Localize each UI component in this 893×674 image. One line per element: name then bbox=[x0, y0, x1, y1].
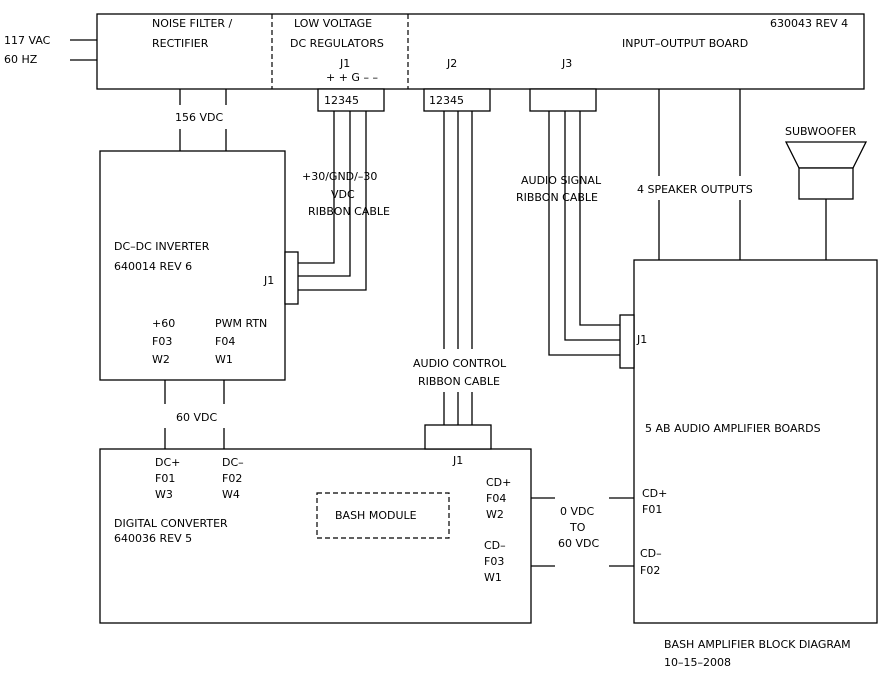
converter-dcp-label: DC+ bbox=[155, 456, 180, 469]
io-j1-label: J1 bbox=[339, 57, 350, 70]
converter-dcm-fuse: F02 bbox=[222, 472, 242, 485]
io-j2-pin-numbers: 12345 bbox=[429, 94, 464, 107]
converter-cdm-fuse: F03 bbox=[484, 555, 504, 568]
inverter-pin-right-3: W1 bbox=[215, 353, 233, 366]
amplifier-j1-connector: J1 bbox=[619, 314, 647, 369]
diagram-date: 10–15–2008 bbox=[664, 656, 731, 669]
power-ribbon-cable: +30/GND/–30 VDC RIBBON CABLE bbox=[298, 111, 390, 291]
regulators-label: LOW VOLTAGE bbox=[294, 17, 372, 30]
amplifier-cdp-label: CD+ bbox=[642, 487, 667, 500]
converter-cdp-fuse: F04 bbox=[486, 492, 506, 505]
io-j1-connector: 12345 bbox=[317, 88, 385, 112]
audio-control-label-2: RIBBON CABLE bbox=[418, 375, 500, 388]
amplifier-name: 5 AB AUDIO AMPLIFIER BOARDS bbox=[645, 422, 821, 435]
bash-module: BASH MODULE bbox=[316, 492, 450, 539]
inverter-pin-left-1: +60 bbox=[152, 317, 175, 330]
regulators-label-2: DC REGULATORS bbox=[290, 37, 384, 50]
cd-voltage-label-1: 0 VDC bbox=[560, 505, 594, 518]
converter-cdm-label: CD– bbox=[484, 539, 506, 552]
inverter-pin-right-2: F04 bbox=[215, 335, 235, 348]
mains-voltage-label: 117 VAC bbox=[4, 34, 51, 47]
bus-60-vdc-label: 60 VDC bbox=[176, 411, 217, 424]
audio-control-label-1: AUDIO CONTROL bbox=[413, 357, 507, 370]
io-board-name: INPUT–OUTPUT BOARD bbox=[622, 37, 748, 50]
converter-part-number: 640036 REV 5 bbox=[114, 532, 192, 545]
io-board-part-number: 630043 REV 4 bbox=[770, 17, 848, 30]
diagram-caption: BASH AMPLIFIER BLOCK DIAGRAM 10–15–2008 bbox=[664, 638, 851, 669]
converter-dcp-fuse: F01 bbox=[155, 472, 175, 485]
mains-input: 117 VAC 60 HZ bbox=[4, 34, 97, 66]
bus-60-vdc: 60 VDC bbox=[164, 380, 225, 449]
mains-frequency-label: 60 HZ bbox=[4, 53, 38, 66]
power-cable-label-3: RIBBON CABLE bbox=[308, 205, 390, 218]
rectifier-label: RECTIFIER bbox=[152, 37, 209, 50]
inverter-name: DC–DC INVERTER bbox=[114, 240, 210, 253]
io-j1-pin-labels: + + G – – bbox=[326, 71, 378, 84]
amplifier-j1-label: J1 bbox=[636, 333, 647, 346]
converter-cdp-label: CD+ bbox=[486, 476, 511, 489]
bus-156-vdc: 156 VDC bbox=[175, 89, 227, 151]
io-j2-connector: 12345 bbox=[423, 88, 491, 112]
inverter-j1-connector: J1 bbox=[263, 251, 299, 305]
subwoofer: SUBWOOFER bbox=[784, 125, 868, 260]
input-output-board: NOISE FILTER / RECTIFIER LOW VOLTAGE DC … bbox=[96, 13, 865, 90]
inverter-pin-left-3: W2 bbox=[152, 353, 170, 366]
converter-cdm-wire: W1 bbox=[484, 571, 502, 584]
converter-dcp-wire: W3 bbox=[155, 488, 173, 501]
inverter-j1-label: J1 bbox=[263, 274, 274, 287]
diagram-title: BASH AMPLIFIER BLOCK DIAGRAM bbox=[664, 638, 851, 651]
cd-voltage-label-3: 60 VDC bbox=[558, 537, 599, 550]
dc-dc-inverter: DC–DC INVERTER 640014 REV 6 +60 F03 W2 P… bbox=[99, 150, 286, 381]
amplifier-cdp-fuse: F01 bbox=[642, 503, 662, 516]
inverter-pin-left-2: F03 bbox=[152, 335, 172, 348]
audio-control-ribbon-cable: AUDIO CONTROL RIBBON CABLE bbox=[413, 111, 507, 425]
io-j3-label: J3 bbox=[561, 57, 572, 70]
io-j3-connector bbox=[529, 88, 597, 112]
cd-output-wires: 0 VDC TO 60 VDC bbox=[531, 497, 634, 567]
speaker-outputs: 4 SPEAKER OUTPUTS bbox=[637, 89, 753, 260]
bus-156-vdc-label: 156 VDC bbox=[175, 111, 223, 124]
converter-cdp-wire: W2 bbox=[486, 508, 504, 521]
audio-signal-ribbon-cable: AUDIO SIGNAL RIBBON CABLE bbox=[516, 111, 620, 356]
power-cable-label-2: VDC bbox=[331, 188, 355, 201]
cd-voltage-label-2: TO bbox=[569, 521, 586, 534]
audio-signal-label-2: RIBBON CABLE bbox=[516, 191, 598, 204]
converter-name: DIGITAL CONVERTER bbox=[114, 517, 228, 530]
converter-dcm-wire: W4 bbox=[222, 488, 240, 501]
digital-converter: DIGITAL CONVERTER 640036 REV 5 DC+ F01 W… bbox=[99, 448, 532, 624]
speaker-outputs-label: 4 SPEAKER OUTPUTS bbox=[637, 183, 753, 196]
noise-filter-label: NOISE FILTER / bbox=[152, 17, 233, 30]
inverter-pin-right-1: PWM RTN bbox=[215, 317, 267, 330]
io-j1-pin-numbers: 12345 bbox=[324, 94, 359, 107]
subwoofer-label: SUBWOOFER bbox=[785, 125, 857, 138]
power-cable-label-1: +30/GND/–30 bbox=[302, 170, 377, 183]
amplifier-cdm-label: CD– bbox=[640, 547, 662, 560]
amplifier-boards: 5 AB AUDIO AMPLIFIER BOARDS CD+ F01 CD– … bbox=[633, 259, 878, 624]
amplifier-cdm-fuse: F02 bbox=[640, 564, 660, 577]
converter-dcm-label: DC– bbox=[222, 456, 244, 469]
io-j2-label: J2 bbox=[446, 57, 457, 70]
audio-signal-label-1: AUDIO SIGNAL bbox=[521, 174, 602, 187]
inverter-part-number: 640014 REV 6 bbox=[114, 260, 192, 273]
bash-module-label: BASH MODULE bbox=[335, 509, 417, 522]
converter-j1-connector: J1 bbox=[424, 424, 492, 467]
converter-j1-label: J1 bbox=[452, 454, 463, 467]
